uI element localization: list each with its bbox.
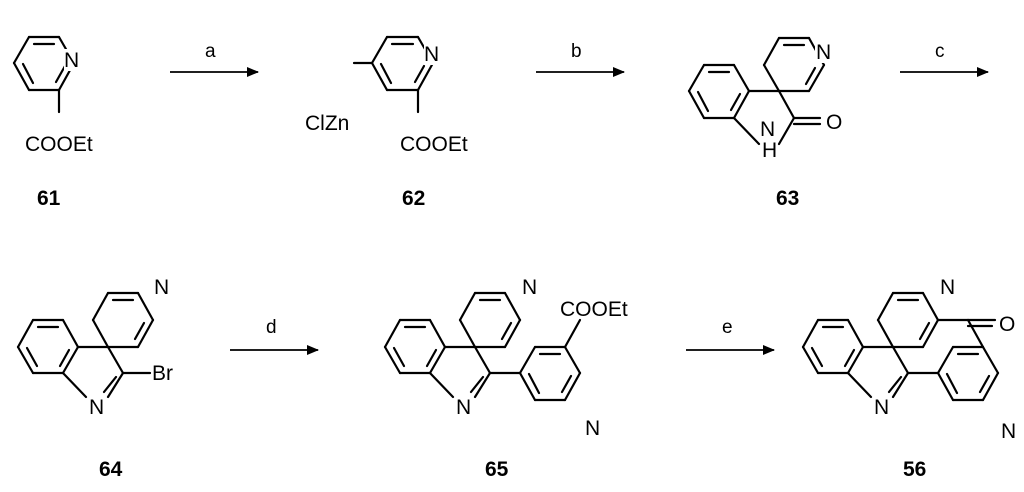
compound-56-o: O <box>999 313 1015 336</box>
compound-65-label: 65 <box>485 458 509 481</box>
compound-56-label: 56 <box>903 458 926 481</box>
compound-61-n: N <box>64 49 79 72</box>
compound-61: COOEt N 61 <box>12 35 93 210</box>
compound-62-n: N <box>424 43 439 66</box>
compound-63-h: H <box>762 139 777 162</box>
compound-64-n-ring: N <box>89 396 104 419</box>
compound-62-clzn: ClZn <box>305 112 349 135</box>
step-a-arrow: a <box>170 41 259 77</box>
compound-62-cooet: COOEt <box>400 133 468 156</box>
step-e-arrow: e <box>686 317 775 355</box>
compound-65-n-ring: N <box>456 396 471 419</box>
step-b-arrow: b <box>536 41 625 77</box>
compound-61-label: 61 <box>37 187 61 210</box>
step-c-arrow: c <box>900 41 989 77</box>
step-a-label: a <box>205 41 216 62</box>
compound-56: N O N N 56 <box>801 276 1016 481</box>
compound-63-label: 63 <box>776 187 799 210</box>
compound-56-n-lower: N <box>1001 420 1016 443</box>
compound-65-cooet: COOEt <box>560 298 628 321</box>
compound-63-n-amide: N <box>760 118 775 141</box>
compound-65-n-pyridine: N <box>522 276 537 299</box>
compound-64-bonds <box>16 291 155 399</box>
compound-62-bonds <box>352 35 435 114</box>
step-e-label: e <box>722 317 733 338</box>
compound-63-n-pyridine: N <box>816 41 831 64</box>
compound-56-n-ring: N <box>874 396 889 419</box>
compound-62-label: 62 <box>402 187 425 210</box>
compound-65-n-pendant: N <box>585 417 600 440</box>
compound-56-n-upper: N <box>940 276 955 299</box>
compound-63: N O N H 63 <box>687 36 842 210</box>
compound-64-n-pyridine: N <box>154 276 169 299</box>
compound-61-cooet: COOEt <box>25 133 93 156</box>
compound-64: N N Br 64 <box>16 276 173 481</box>
step-c-label: c <box>935 41 945 62</box>
compound-63-o: O <box>826 111 842 134</box>
compound-64-br: Br <box>152 362 173 385</box>
compound-64-label: 64 <box>99 458 123 481</box>
step-b-label: b <box>571 41 582 62</box>
compound-65-bonds <box>383 291 582 402</box>
compound-65: N N COOEt N 65 <box>383 276 628 481</box>
compound-62: ClZn COOEt N 62 <box>305 35 468 210</box>
step-d-label: d <box>266 317 277 338</box>
step-d-arrow: d <box>230 317 319 355</box>
compound-56-bonds <box>801 291 1000 402</box>
compound-63-bonds <box>687 36 826 146</box>
